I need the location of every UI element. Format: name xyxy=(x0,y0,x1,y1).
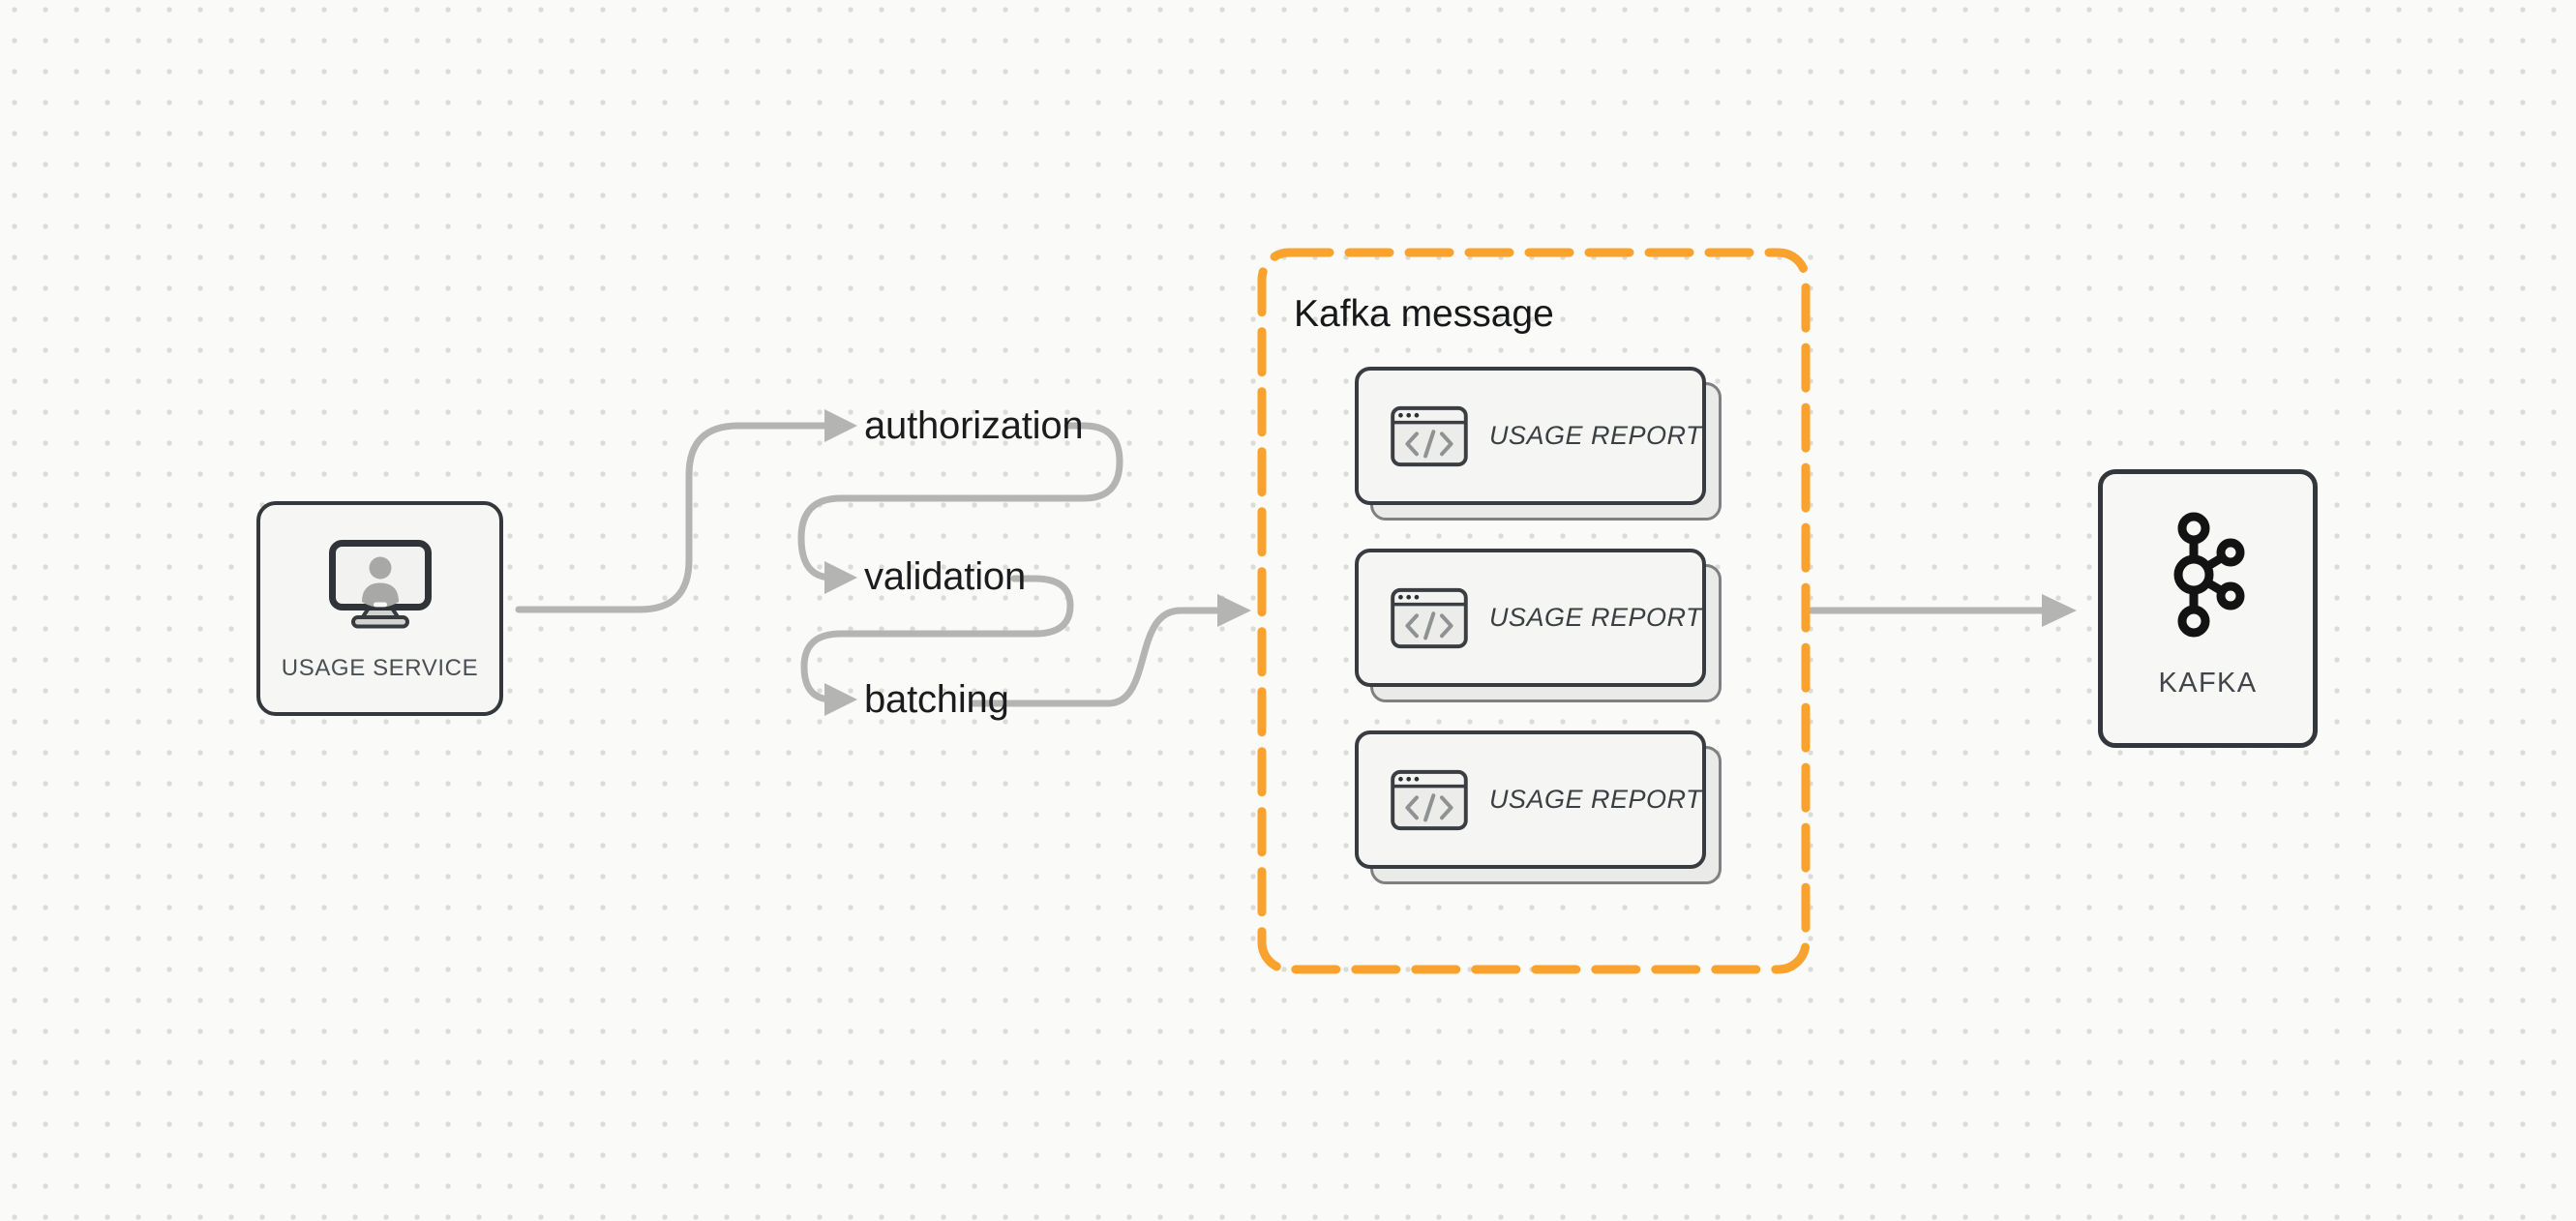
message-card: USAGE REPORT xyxy=(1355,549,1722,702)
flow-step-authorization: authorization xyxy=(864,404,1084,447)
usage-service-label: USAGE SERVICE xyxy=(281,655,479,681)
arrowhead-into-kafka xyxy=(2042,594,2077,627)
card-body: USAGE REPORT xyxy=(1355,730,1706,869)
message-card: USAGE REPORT xyxy=(1355,367,1722,521)
monitor-user-icon xyxy=(329,540,432,629)
flow-step-batching: batching xyxy=(864,678,1009,721)
connector-validation-to-batching xyxy=(800,575,1074,703)
card-label: USAGE REPORT xyxy=(1488,603,1702,632)
kafka-logo-icon xyxy=(2173,512,2245,638)
connector-usage-to-authorization xyxy=(515,422,832,613)
arrowhead-validation xyxy=(824,561,857,594)
message-card: USAGE REPORT xyxy=(1355,730,1722,884)
card-body: USAGE REPORT xyxy=(1355,549,1706,687)
card-label: USAGE REPORT xyxy=(1488,785,1702,814)
code-window-icon xyxy=(1391,587,1468,648)
code-window-icon xyxy=(1391,769,1468,830)
arrowhead-batching xyxy=(824,683,857,716)
kafka-message-boundary xyxy=(1257,248,1811,974)
card-body: USAGE REPORT xyxy=(1355,367,1706,505)
kafka-message-title: Kafka message xyxy=(1294,293,1554,335)
card-label: USAGE REPORT xyxy=(1488,421,1702,450)
kafka-label: KAFKA xyxy=(2158,668,2258,699)
usage-service-node: USAGE SERVICE xyxy=(256,501,503,716)
arrowhead-authorization xyxy=(824,409,857,442)
flow-step-validation: validation xyxy=(864,555,1027,598)
connector-authorization-to-validation xyxy=(797,422,1123,581)
connector-batching-to-kafka-message xyxy=(970,607,1223,707)
arrowhead-into-kafka-message xyxy=(1217,594,1251,627)
kafka-node: KAFKA xyxy=(2098,469,2318,748)
code-window-icon xyxy=(1391,405,1468,466)
